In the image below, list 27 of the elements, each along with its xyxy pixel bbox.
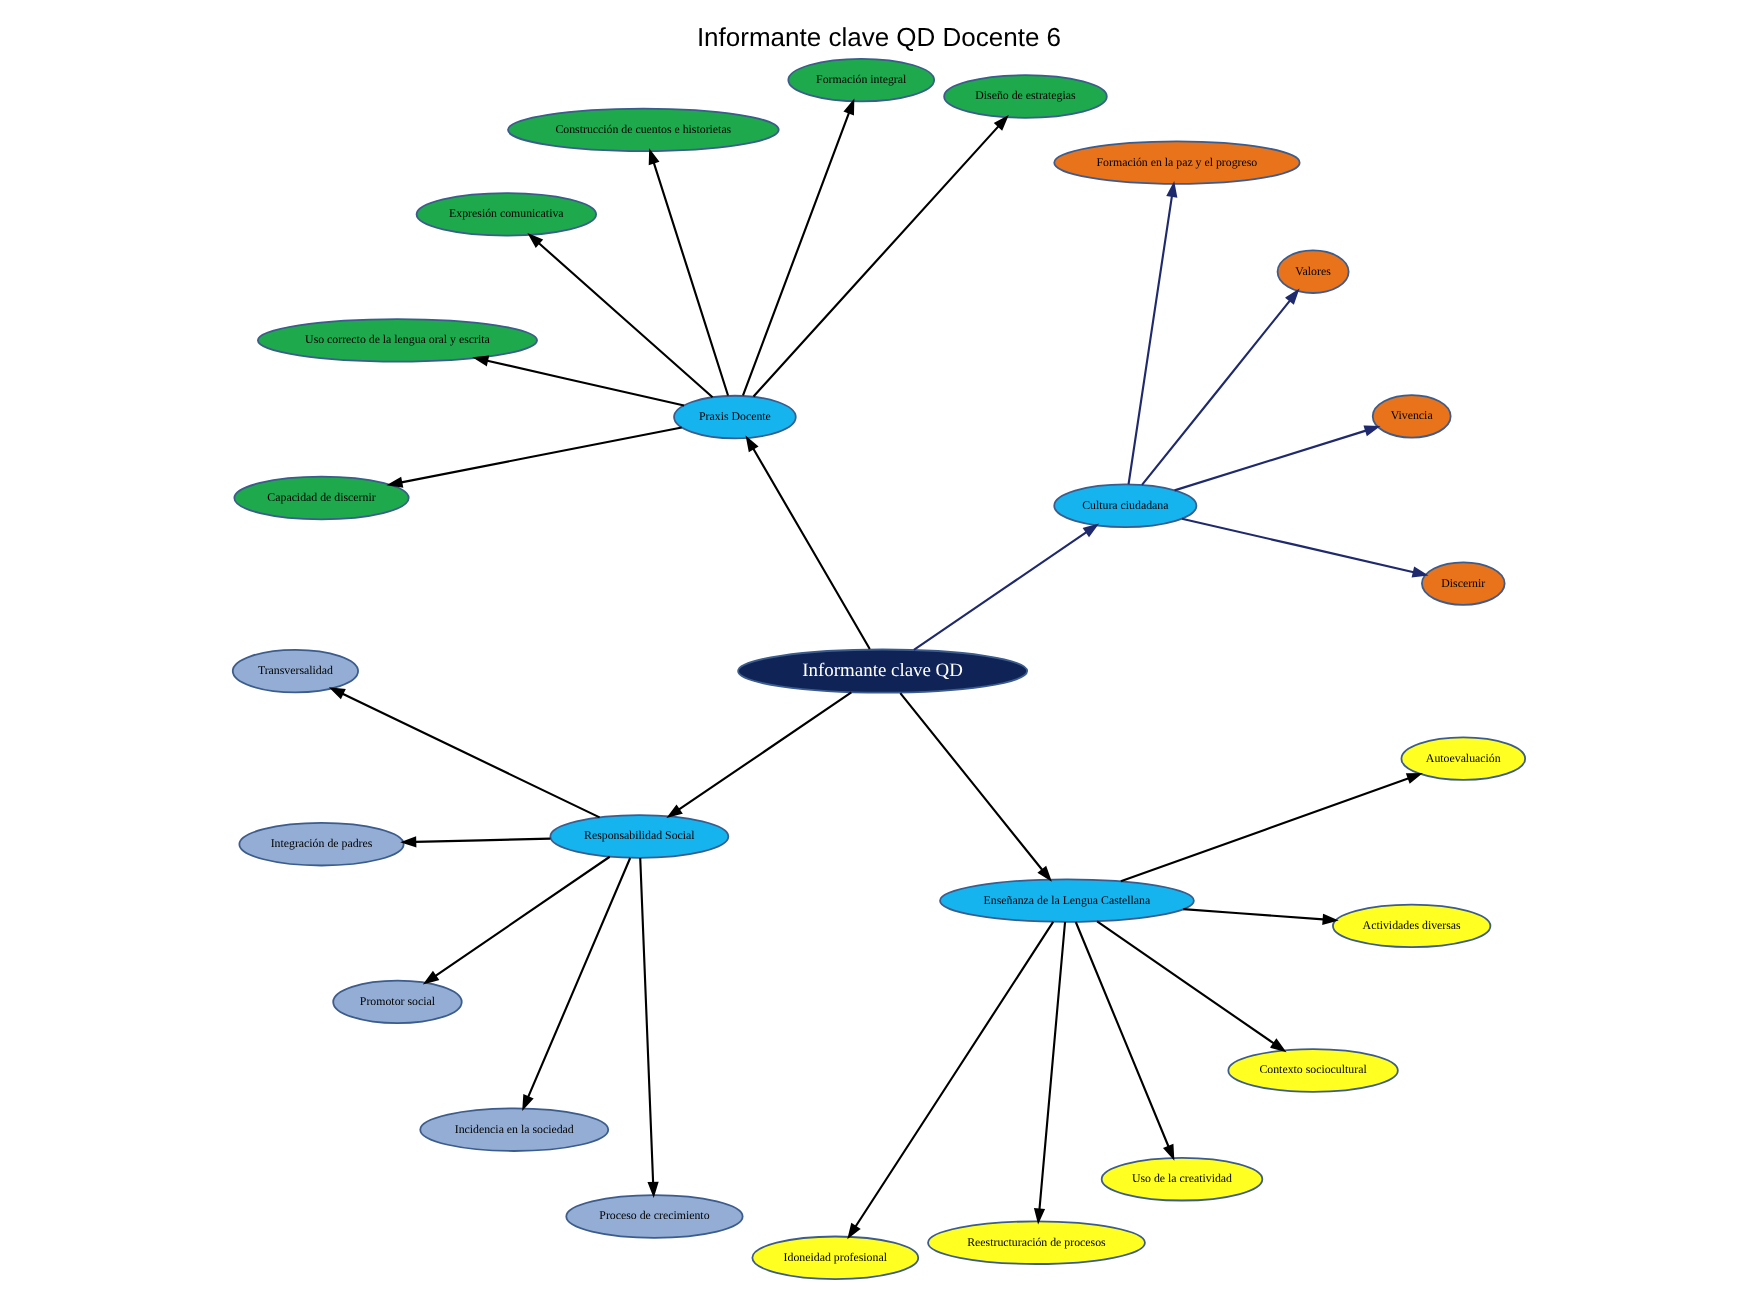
diagram-title: Informante clave QD Docente 6 bbox=[695, 22, 1061, 53]
arrow bbox=[744, 435, 870, 650]
arrow bbox=[1140, 288, 1299, 486]
arrow bbox=[526, 233, 713, 399]
arrow bbox=[751, 114, 1008, 398]
arrow bbox=[898, 692, 1051, 882]
arrow bbox=[521, 857, 631, 1112]
arrow bbox=[665, 691, 851, 819]
arrow bbox=[1173, 425, 1380, 492]
arrow bbox=[912, 523, 1099, 651]
arrow bbox=[471, 355, 684, 407]
arrow bbox=[1119, 773, 1422, 883]
arrow bbox=[385, 426, 681, 488]
arrow bbox=[1032, 921, 1066, 1225]
arrow bbox=[741, 98, 854, 396]
arrow bbox=[399, 836, 550, 848]
arrow bbox=[1126, 180, 1177, 485]
arrow bbox=[1182, 908, 1338, 925]
arrow bbox=[1095, 920, 1286, 1053]
arrow bbox=[327, 687, 600, 819]
arrow bbox=[421, 855, 610, 985]
node-ellipse: Informante clave QD bbox=[736, 648, 1028, 694]
arrow bbox=[1073, 921, 1174, 1161]
arrow bbox=[638, 857, 658, 1198]
arrow bbox=[647, 148, 729, 396]
arrow bbox=[846, 921, 1054, 1240]
arrow bbox=[1180, 517, 1428, 578]
